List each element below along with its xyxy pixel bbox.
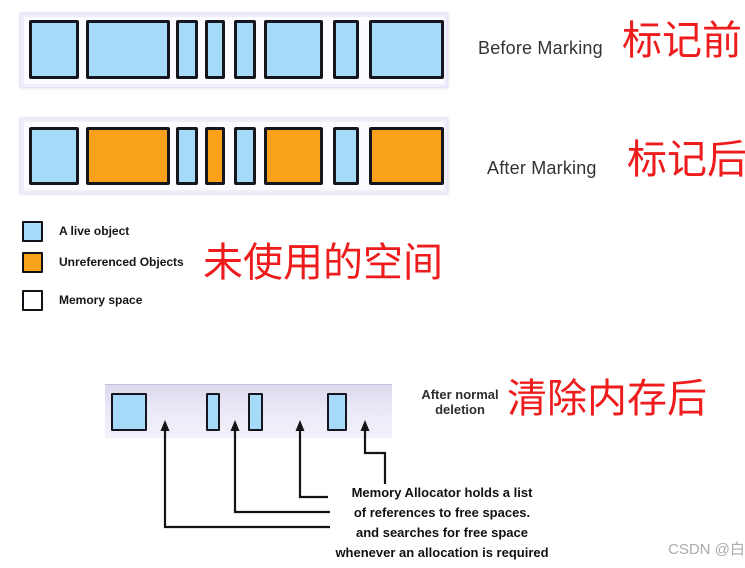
after-deletion-bar	[105, 384, 392, 438]
memory-space-swatch	[22, 290, 43, 311]
csdn-watermark: CSDN @白	[668, 541, 745, 558]
legend-label: Unreferenced Objects	[59, 255, 184, 269]
legend-label: Memory space	[59, 293, 143, 307]
memory-block-live	[111, 393, 147, 431]
before-marking-chinese-label: 标记前	[622, 18, 742, 64]
memory-block-unref	[369, 127, 444, 185]
after-marking-bar	[20, 118, 448, 194]
memory-block-unref	[264, 127, 323, 185]
after-deletion-label-line2: deletion	[435, 402, 485, 417]
callout-connector-line	[298, 428, 328, 499]
memory-block-live	[248, 393, 263, 431]
memory-block-unref	[205, 127, 225, 185]
memory-block-live	[29, 127, 79, 185]
unreferenced-objects-swatch	[22, 252, 43, 273]
before-marking-bar	[20, 13, 448, 88]
legend-item-memory-space: Memory space	[22, 290, 142, 311]
memory-block-live	[327, 393, 347, 431]
memory-block-live	[234, 20, 256, 79]
after-deletion-chinese-label: 清除内存后	[507, 376, 707, 422]
callout-connector-line	[233, 428, 330, 514]
unused-space-chinese-label: 未使用的空间	[203, 240, 443, 286]
memory-block-live	[205, 20, 225, 79]
memory-block-live	[369, 20, 444, 79]
memory-allocator-text-line: Memory Allocator holds a list	[351, 485, 533, 500]
memory-allocator-text-line: whenever an allocation is required	[335, 545, 549, 560]
memory-allocator-text-line: and searches for free space	[356, 525, 528, 540]
memory-block-live	[86, 20, 170, 79]
memory-block-live	[234, 127, 256, 185]
memory-block-live	[333, 127, 359, 185]
after-deletion-label: After normal deletion	[403, 387, 517, 417]
live-object-swatch	[22, 221, 43, 242]
after-marking-label: After Marking	[487, 158, 597, 178]
memory-block-unref	[86, 127, 170, 185]
callout-connector-line	[163, 428, 330, 529]
legend-label: A live object	[59, 224, 130, 238]
memory-block-live	[176, 20, 198, 79]
memory-block-live	[176, 127, 198, 185]
memory-block-live	[264, 20, 323, 79]
after-deletion-label-line1: After normal	[421, 387, 499, 402]
memory-block-live	[206, 393, 220, 431]
memory-allocator-description: Memory Allocator holds a list of referenc…	[330, 483, 554, 563]
memory-block-live	[333, 20, 359, 79]
legend-item-unreferenced-objects: Unreferenced Objects	[22, 252, 184, 273]
memory-block-live	[29, 20, 79, 79]
before-marking-label: Before Marking	[478, 38, 603, 58]
legend-item-live-object: A live object	[22, 221, 129, 242]
after-marking-chinese-label: 标记后	[627, 137, 745, 183]
memory-allocator-text-line: of references to free spaces.	[353, 505, 531, 520]
